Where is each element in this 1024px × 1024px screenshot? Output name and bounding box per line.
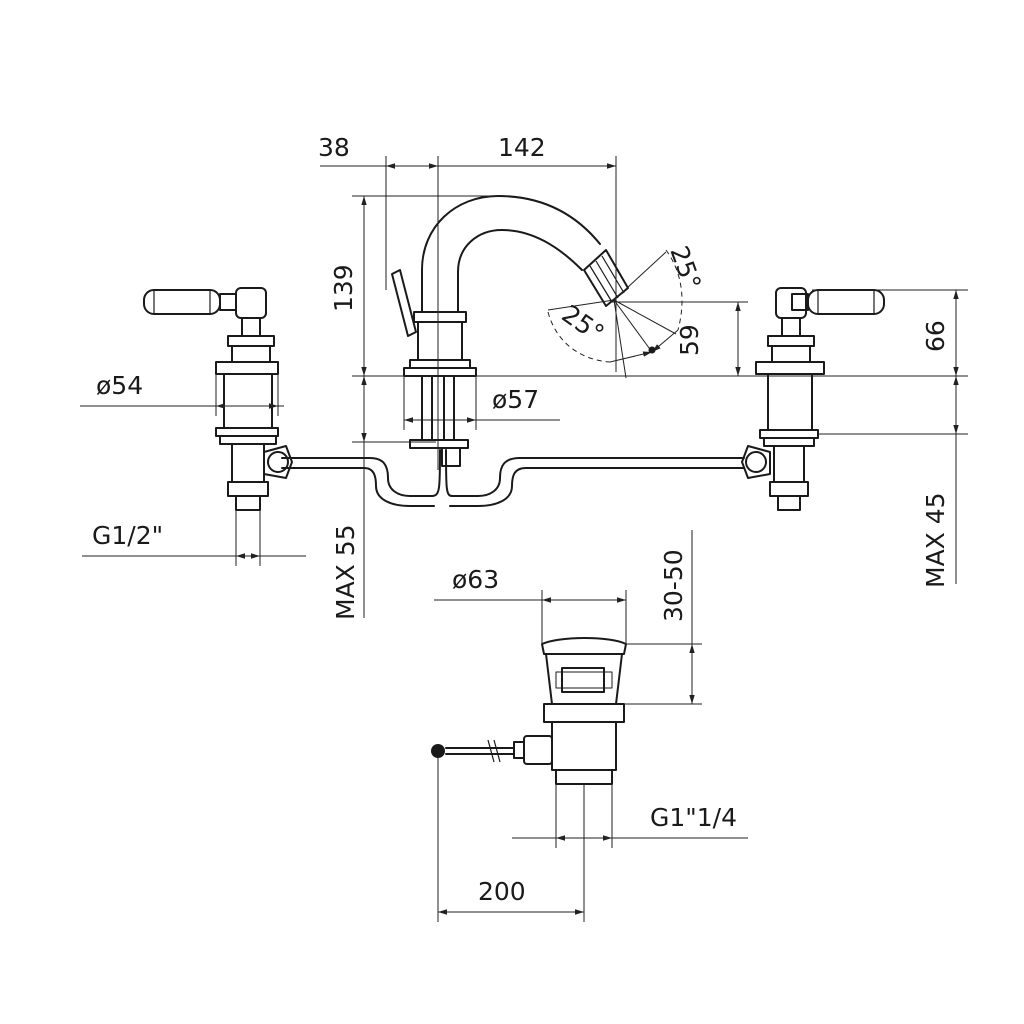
dim-63-diameter-label: ø63 <box>452 565 499 594</box>
left-lever-handle <box>143 287 267 337</box>
popup-waste-assembly <box>431 637 627 785</box>
dim-57-diameter-label: ø57 <box>492 385 539 414</box>
aerator-nozzle <box>583 249 629 307</box>
right-hose-nut <box>741 445 771 479</box>
max-45-label: MAX 45 <box>921 492 950 588</box>
thread-g114-label: G1"1/4 <box>650 803 737 832</box>
dimension-lines <box>80 156 968 922</box>
dim-66-label: 66 <box>921 320 950 352</box>
dim-38-label: 38 <box>318 133 350 162</box>
dim-30-50-label: 30-50 <box>659 549 688 622</box>
dim-200-label: 200 <box>478 877 526 906</box>
dim-139-label: 139 <box>329 264 358 312</box>
dimension-labels: 38 142 139 25° 25° 59 66 ø54 ø57 G1/2" M… <box>92 133 950 906</box>
dim-54-diameter-label: ø54 <box>96 371 143 400</box>
max-55-label: MAX 55 <box>331 524 360 620</box>
angle-25-upper-label: 25° <box>664 242 706 294</box>
dim-59-label: 59 <box>675 324 704 356</box>
dim-142-label: 142 <box>498 133 546 162</box>
right-valve <box>741 287 885 511</box>
thread-g12-label: G1/2" <box>92 521 163 550</box>
right-lever-handle <box>775 287 885 337</box>
angle-25-lower-label: 25° <box>557 299 610 348</box>
left-hose-nut <box>263 445 293 479</box>
left-valve <box>143 287 293 511</box>
waste-pull-rod <box>431 735 553 765</box>
